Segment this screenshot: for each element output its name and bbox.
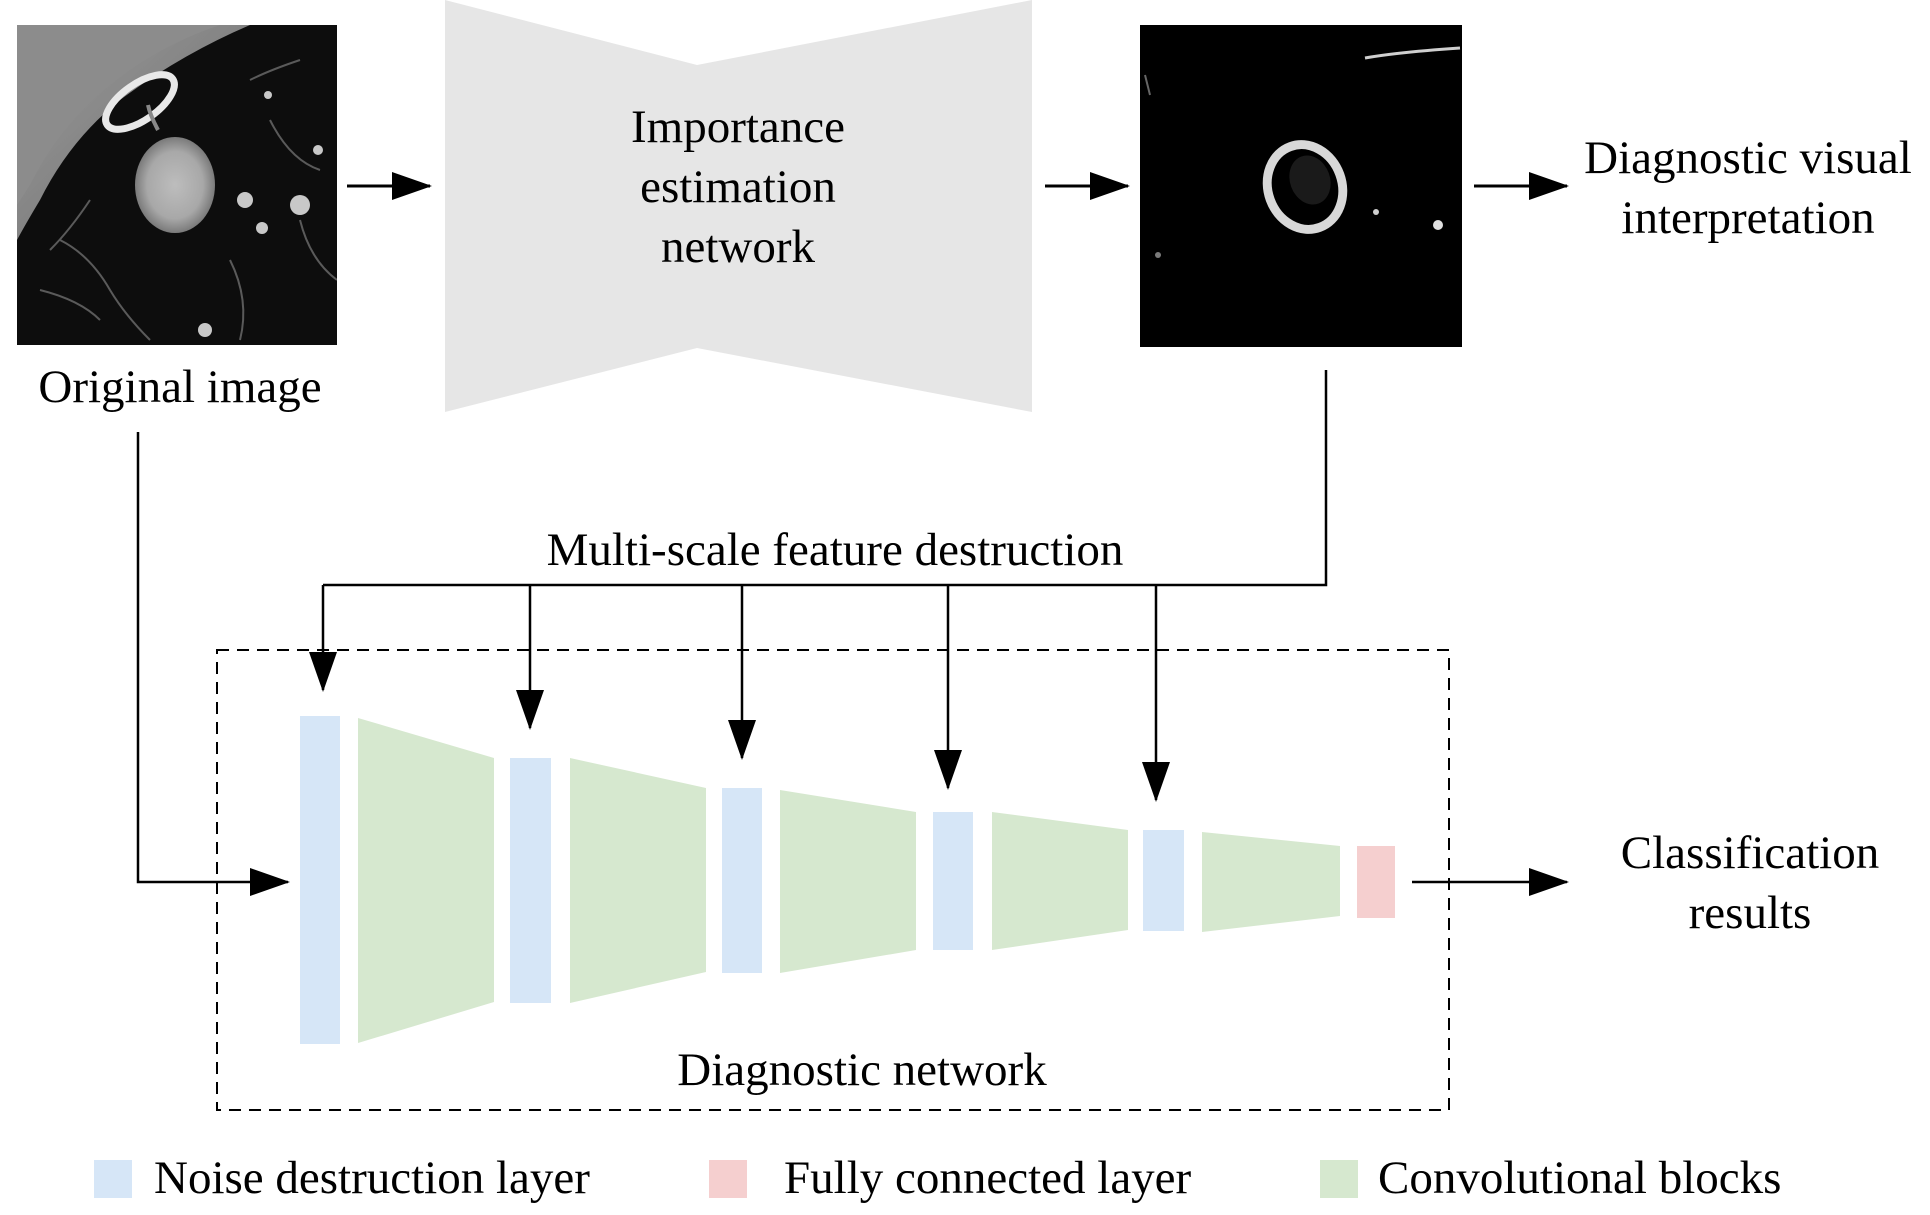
diagnostic-visual-line2: interpretation	[1621, 192, 1874, 244]
legend-swatch-conv	[1320, 1160, 1358, 1198]
conv-block-1	[358, 718, 494, 1043]
diagnostic-visual-line1: Diagnostic visual	[1584, 132, 1912, 184]
noise-layer-1	[300, 716, 340, 1044]
multi-scale-label: Multi-scale feature destruction	[547, 524, 1124, 576]
legend-swatch-fc	[709, 1160, 747, 1198]
legend-label-fc: Fully connected layer	[784, 1152, 1192, 1204]
importance-map-image	[1140, 25, 1462, 347]
classification-line1: Classification	[1621, 827, 1879, 879]
original-ct-image	[17, 25, 337, 345]
conv-block-3	[780, 790, 916, 973]
legend-swatch-noise	[94, 1160, 132, 1198]
noise-layer-4	[933, 812, 973, 950]
arrow-original-to-diagnostic	[136, 432, 290, 896]
diagnostic-network-label: Diagnostic network	[677, 1044, 1047, 1096]
importance-label-line2: estimation	[640, 161, 836, 213]
original-image-label: Original image	[38, 361, 321, 413]
conv-block-5	[1202, 832, 1340, 932]
fully-connected-layer	[1357, 846, 1395, 918]
conv-block-4	[992, 812, 1128, 950]
legend-label-conv: Convolutional blocks	[1378, 1152, 1781, 1204]
diagnostic-network-box	[216, 649, 1450, 1111]
importance-label-line1: Importance	[631, 101, 845, 153]
classification-line2: results	[1689, 887, 1812, 939]
importance-label-line3: network	[661, 221, 816, 273]
legend-label-noise: Noise destruction layer	[154, 1152, 590, 1204]
noise-layer-3	[722, 788, 762, 973]
noise-layer-2	[510, 758, 551, 1003]
multi-scale-connectors	[309, 370, 1328, 802]
importance-network-shape	[445, 0, 1032, 412]
legend: Noise destruction layer Fully connected …	[94, 1152, 1781, 1204]
convolutional-blocks	[358, 718, 1340, 1043]
noise-layer-5	[1143, 830, 1184, 931]
conv-block-2	[570, 758, 706, 1003]
noise-destruction-layers	[300, 716, 1184, 1044]
